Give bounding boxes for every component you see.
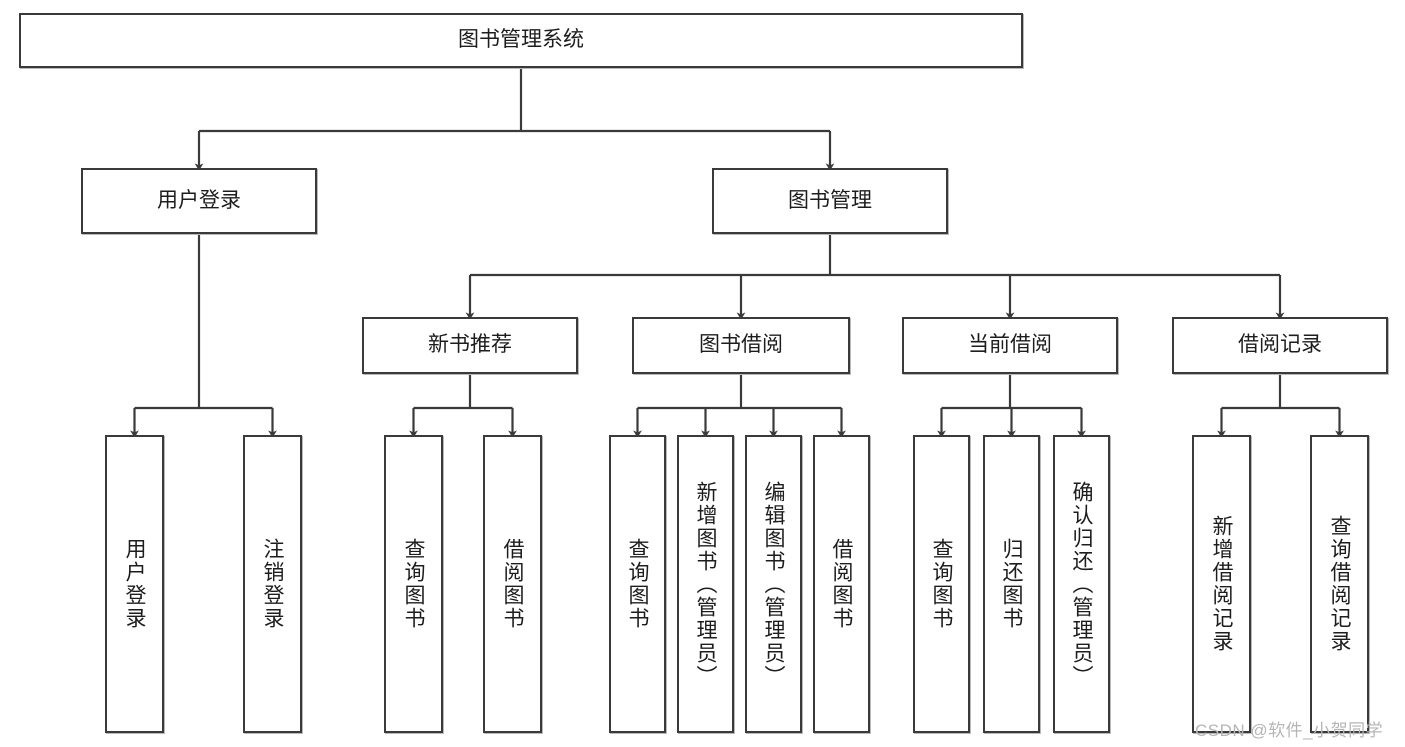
node-user-login[interactable]: 用户登录: [81, 168, 317, 234]
node-leaf-bb-query[interactable]: 查询图书: [609, 435, 666, 733]
node-label: 图书管理系统: [458, 28, 584, 52]
node-current-borrow[interactable]: 当前借阅: [902, 317, 1118, 374]
node-label: 注销登录: [261, 538, 285, 630]
node-label: 借阅图书: [501, 538, 525, 630]
node-label: 确认归还（管理员）: [1070, 480, 1094, 688]
node-label: 查询借阅记录: [1328, 515, 1352, 653]
node-label: 用户登录: [157, 188, 241, 212]
node-leaf-br-query[interactable]: 查询借阅记录: [1310, 435, 1369, 733]
node-label: 查询图书: [402, 538, 426, 630]
node-leaf-rec-borrow[interactable]: 借阅图书: [483, 435, 542, 733]
csdn-watermark: CSDN @软件_小贺同学: [1195, 721, 1384, 740]
node-leaf-rec-query[interactable]: 查询图书: [384, 435, 443, 733]
node-label: 查询图书: [930, 538, 954, 630]
node-label: 借阅记录: [1238, 333, 1322, 357]
node-new-book-rec[interactable]: 新书推荐: [362, 317, 578, 374]
node-label: 归还图书: [1000, 538, 1024, 630]
node-leaf-bb-edit[interactable]: 编辑图书（管理员）: [745, 435, 802, 733]
node-root[interactable]: 图书管理系统: [19, 13, 1023, 68]
node-label: 当前借阅: [968, 333, 1052, 357]
node-label: 借阅图书: [830, 538, 854, 630]
node-label: 用户登录: [123, 538, 147, 630]
node-leaf-user-login[interactable]: 用户登录: [105, 435, 164, 733]
node-label: 新增借阅记录: [1210, 515, 1234, 653]
node-leaf-br-add[interactable]: 新增借阅记录: [1192, 435, 1251, 733]
node-book-manage[interactable]: 图书管理: [712, 168, 948, 234]
edge-group: [130, 68, 1344, 438]
node-label: 新书推荐: [428, 333, 512, 357]
node-label: 图书借阅: [699, 333, 783, 357]
node-label: 新增图书（管理员）: [694, 480, 718, 688]
node-borrow-record[interactable]: 借阅记录: [1172, 317, 1388, 374]
node-leaf-bb-borrow[interactable]: 借阅图书: [813, 435, 870, 733]
node-leaf-logout[interactable]: 注销登录: [243, 435, 302, 733]
node-label: 查询图书: [626, 538, 650, 630]
node-label: 编辑图书（管理员）: [762, 480, 786, 688]
node-leaf-cb-confirm[interactable]: 确认归还（管理员）: [1053, 435, 1110, 733]
node-leaf-cb-return[interactable]: 归还图书: [983, 435, 1040, 733]
node-book-borrow[interactable]: 图书借阅: [632, 317, 850, 374]
node-leaf-bb-add[interactable]: 新增图书（管理员）: [677, 435, 734, 733]
node-label: 图书管理: [788, 188, 872, 212]
node-leaf-cb-query[interactable]: 查询图书: [913, 435, 970, 733]
